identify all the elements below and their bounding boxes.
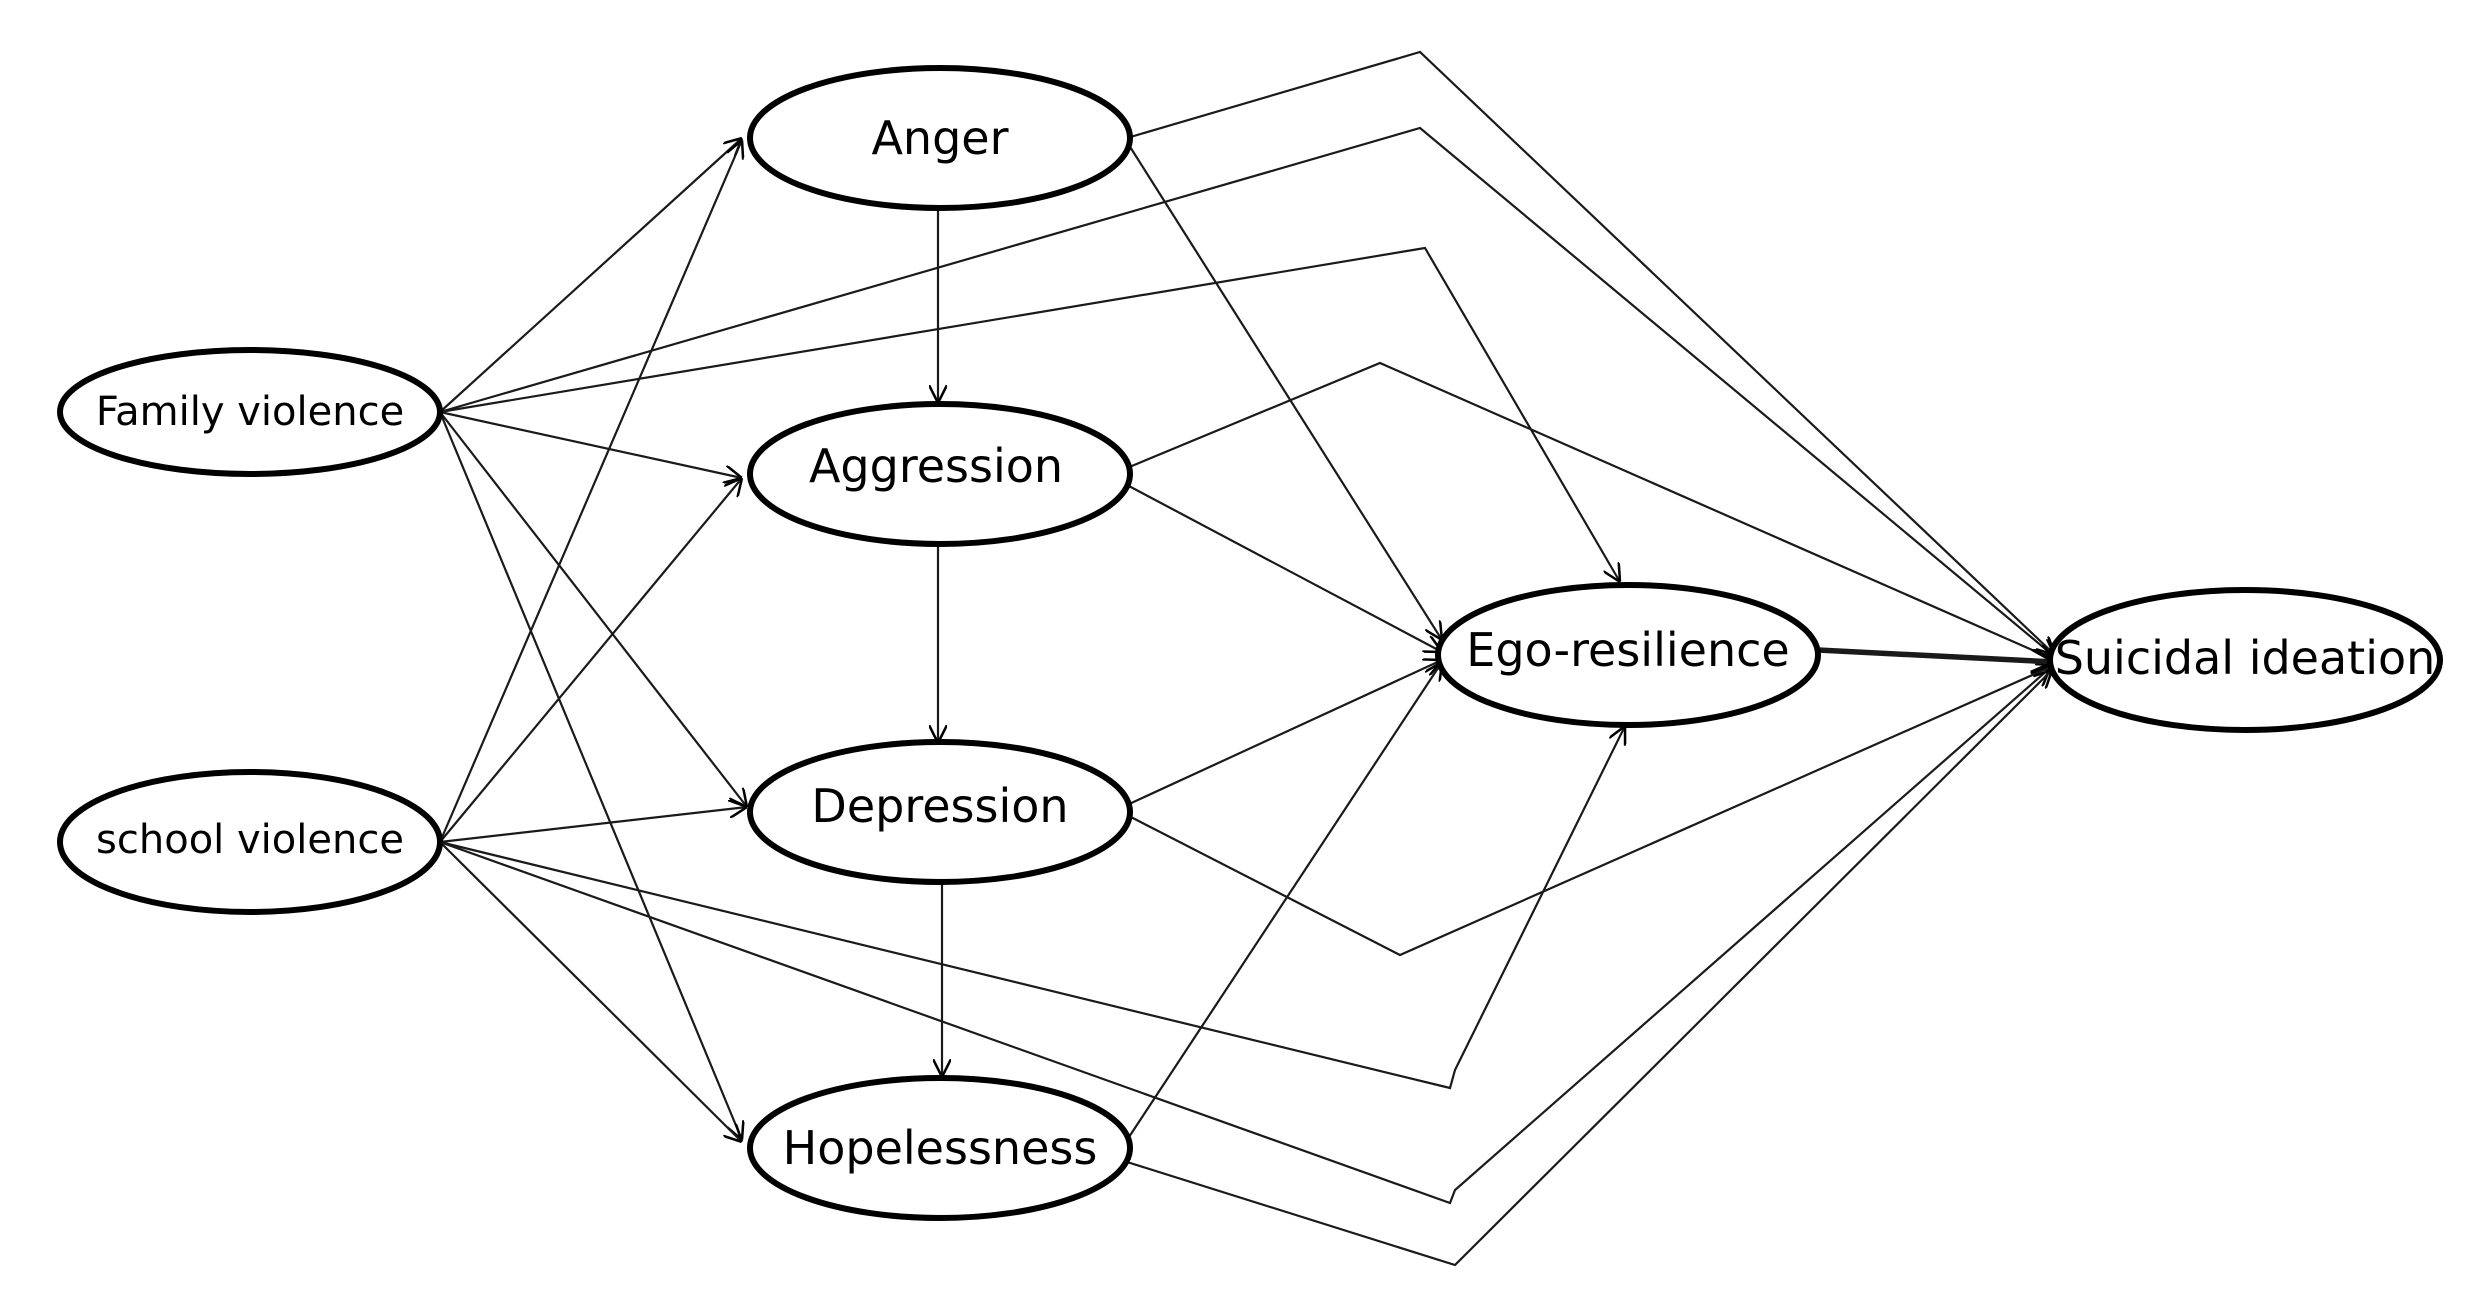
node-depression: Depression [747, 739, 1133, 885]
node-depression-shape [747, 739, 1133, 885]
edge-hopelessness-to-ego-resilience [1126, 662, 1442, 1141]
node-hopelessness-shape [747, 1075, 1133, 1221]
edge-school-violence-to-suicidal-ideation [439, 668, 2050, 1205]
node-suicidal-ideation-label: Suicidal ideation [2055, 631, 2436, 685]
node-anger: Anger [747, 65, 1133, 211]
edge-anger-to-ego-resilience [1126, 141, 1442, 640]
edge-hopelessness-to-suicidal-ideation [1126, 670, 2052, 1267]
node-family-violence: Family violence [57, 347, 443, 477]
edge-anger-to-suicidal-ideation [1126, 50, 2055, 655]
edge-ego-resilience-to-suicidal-ideation [1817, 647, 2055, 662]
edge-family-violence-to-suicidal-ideation [439, 126, 2055, 657]
edge-aggression-to-ego-resilience [1126, 484, 1442, 652]
node-aggression-shape [747, 401, 1133, 547]
edge-family-violence-to-hopelessness [438, 411, 742, 1140]
edge-school-violence-to-aggression [439, 478, 742, 843]
node-suicidal-ideation: Suicidal ideation [2047, 587, 2443, 733]
edge-school-violence-to-anger [438, 140, 742, 843]
edge-depression-to-ego-resilience [1126, 660, 1442, 806]
node-school-violence: school violence [57, 769, 443, 915]
node-ego-resilience-label: Ego-resilience [1466, 623, 1789, 677]
node-anger-label: Anger [871, 111, 1008, 165]
node-aggression-label: Aggression [809, 439, 1063, 493]
node-school-violence-shape [57, 769, 443, 915]
edge-family-violence-to-aggression [439, 410, 742, 478]
node-ego-resilience-shape [1435, 582, 1821, 728]
path-arrows [438, 50, 2055, 1267]
node-hopelessness: Hopelessness [747, 1075, 1133, 1221]
node-hopelessness-label: Hopelessness [783, 1121, 1098, 1175]
node-suicidal-ideation-shape [2047, 587, 2443, 733]
node-depression-label: Depression [811, 779, 1068, 833]
edge-school-violence-to-depression [439, 807, 747, 844]
node-ego-resilience: Ego-resilience [1435, 582, 1821, 728]
node-school-violence-label: school violence [96, 817, 404, 863]
edge-school-violence-to-ego-resilience [439, 726, 1625, 1090]
edge-family-violence-to-anger [439, 138, 742, 413]
edge-family-violence-to-ego-resilience [439, 246, 1620, 582]
edge-aggression-to-suicidal-ideation [1126, 361, 2055, 660]
edge-school-violence-to-hopelessness [439, 841, 742, 1142]
node-aggression: Aggression [747, 401, 1133, 547]
node-family-violence-shape [57, 347, 443, 477]
node-anger-shape [747, 65, 1133, 211]
edge-family-violence-to-depression [439, 411, 747, 807]
node-family-violence-label: Family violence [96, 389, 404, 435]
edge-depression-to-suicidal-ideation [1126, 665, 2055, 957]
